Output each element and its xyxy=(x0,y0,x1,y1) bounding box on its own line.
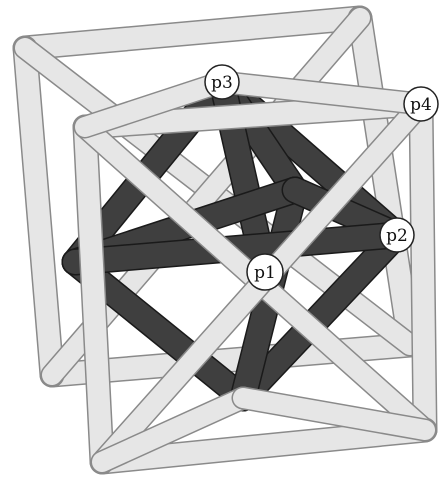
front-frame-edge xyxy=(421,104,425,430)
point-label-p3: p3 xyxy=(205,65,239,99)
point-label-text: p2 xyxy=(386,226,408,246)
point-label-p1: p1 xyxy=(247,254,283,290)
point-label-text: p4 xyxy=(410,95,432,115)
point-label-p2: p2 xyxy=(380,218,414,252)
front-frame-edge xyxy=(85,127,102,462)
tube-body xyxy=(421,104,425,430)
point-label-text: p1 xyxy=(254,263,276,283)
point-label-text: p3 xyxy=(211,73,233,93)
point-label-p4: p4 xyxy=(404,87,438,121)
